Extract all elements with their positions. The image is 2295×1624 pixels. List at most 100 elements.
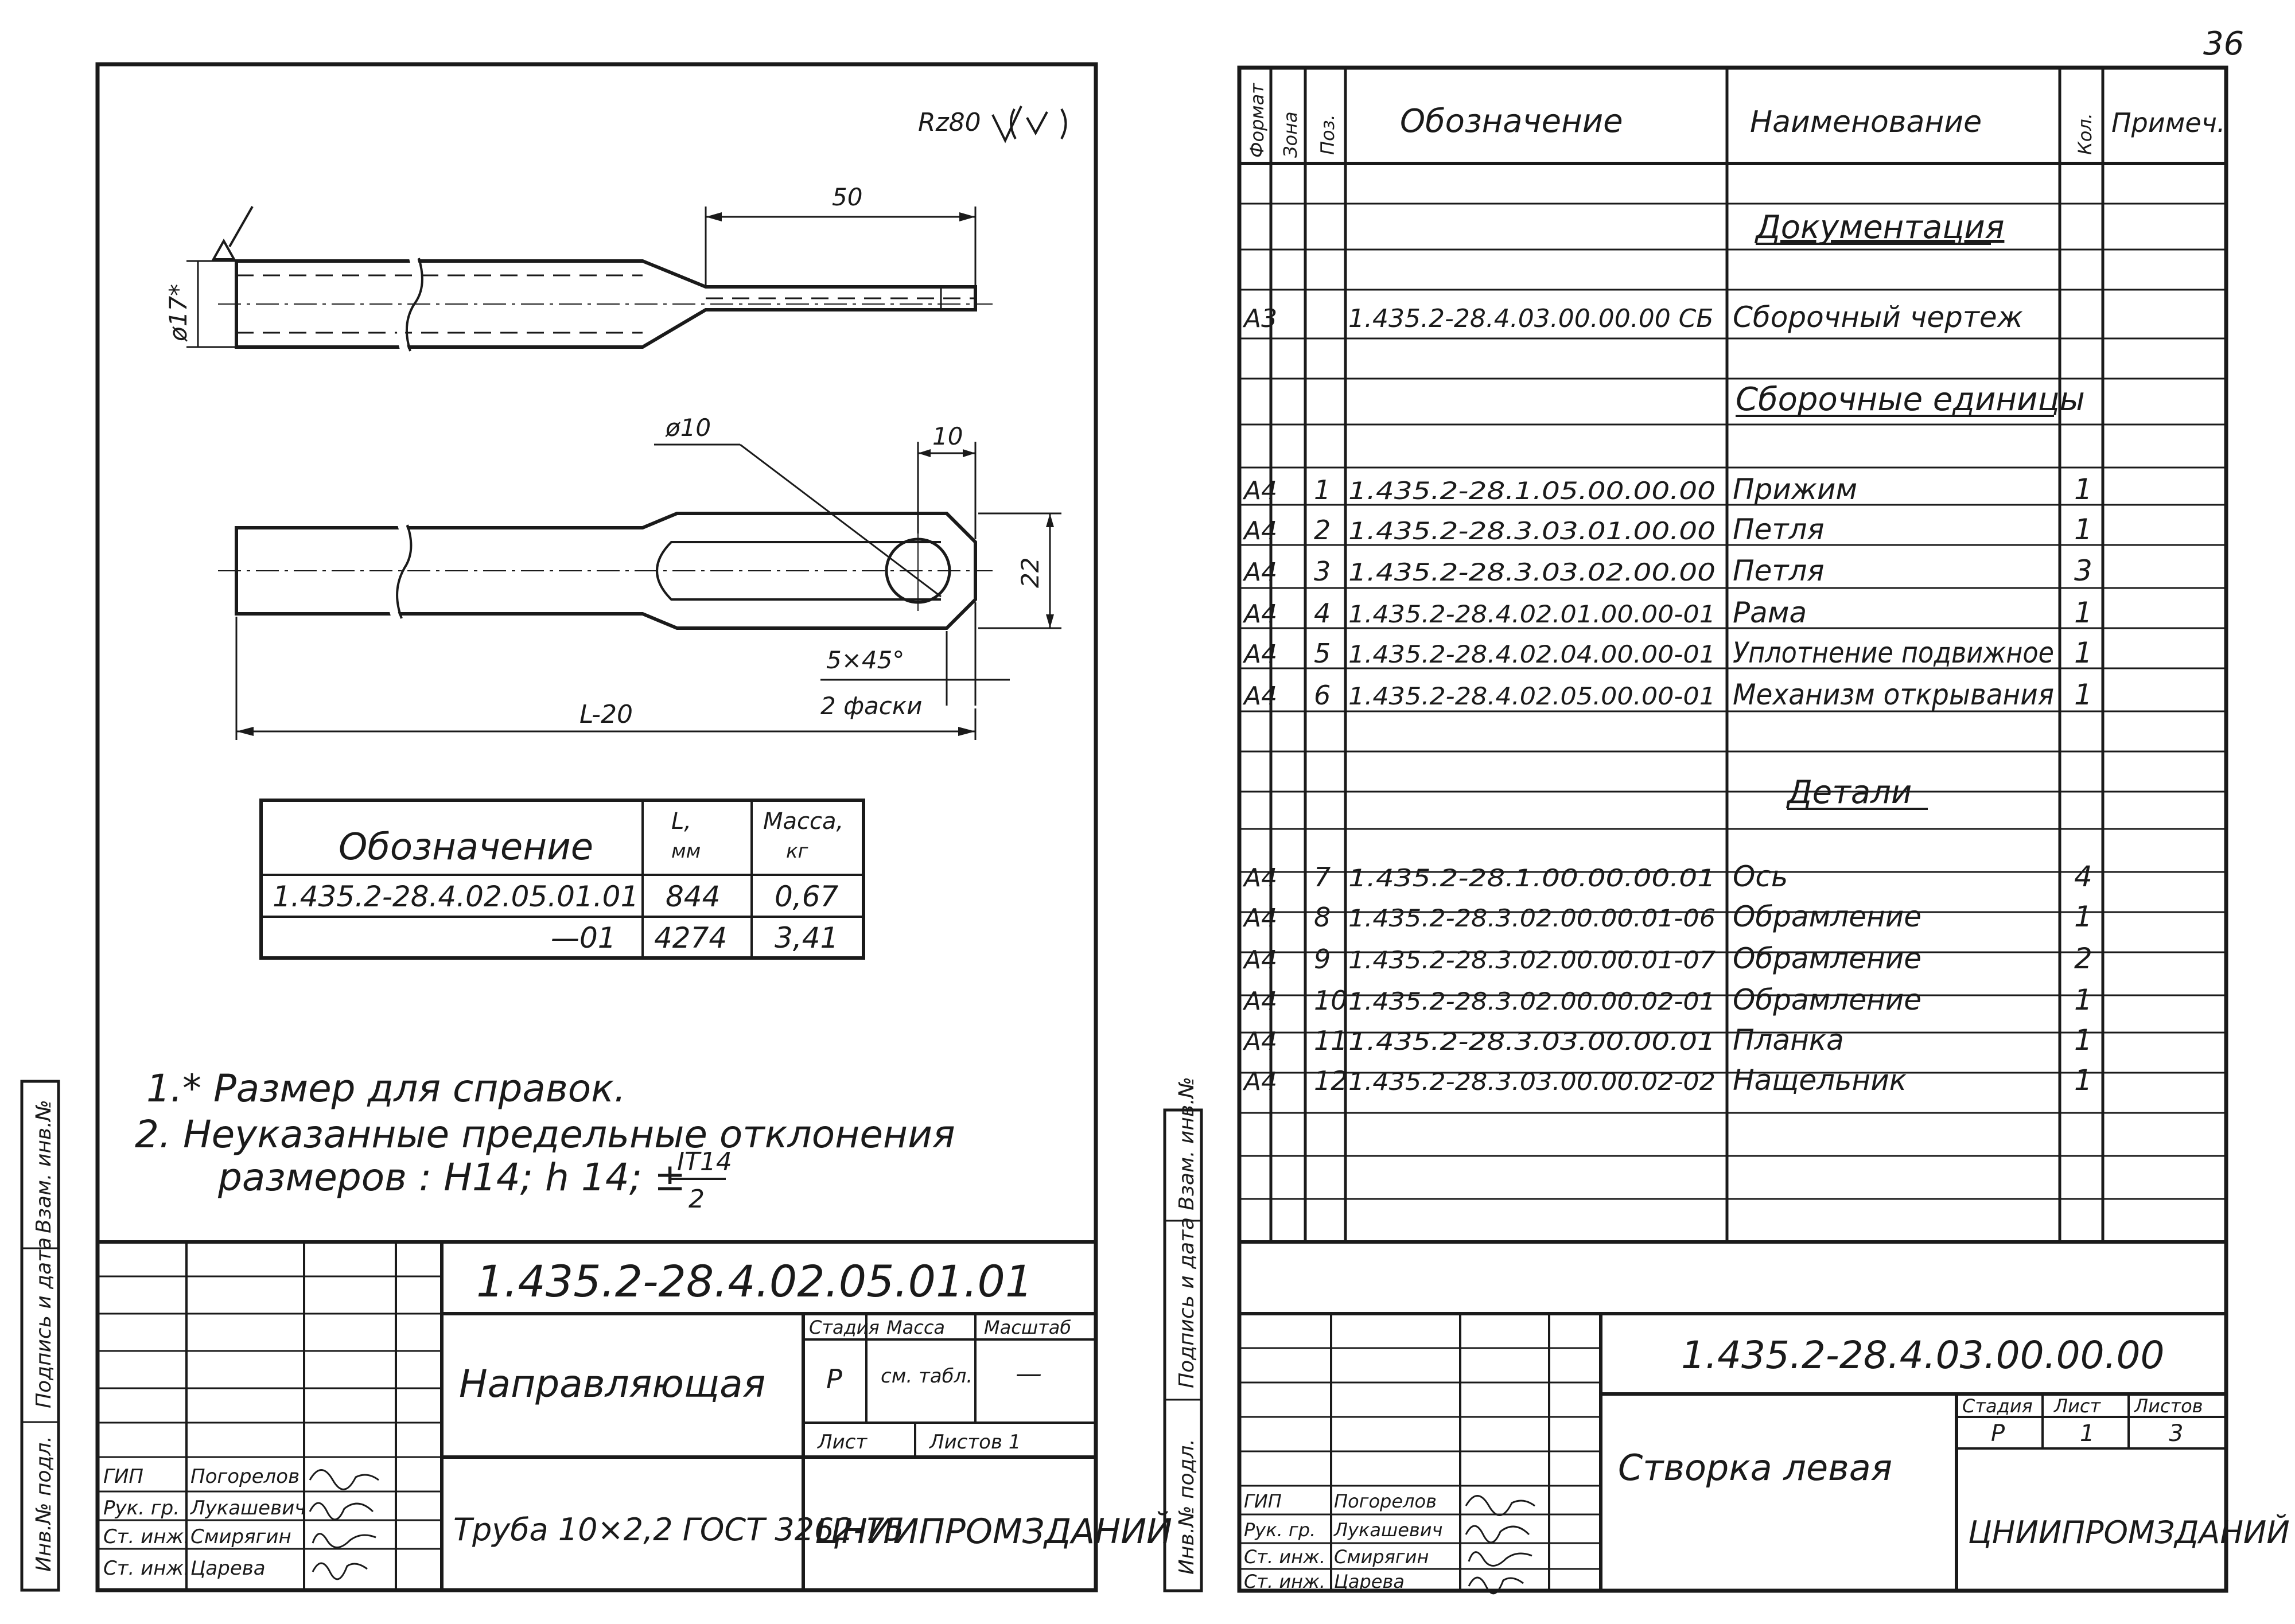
- vt-r2-l: 4274: [654, 921, 727, 955]
- row-code: 1.435.2-28.1.00.00.00.01: [1348, 864, 1716, 892]
- r-role-0: ГИП: [1244, 1490, 1282, 1512]
- row-pos: 8: [1314, 902, 1331, 933]
- row-qty: 1: [2074, 900, 2092, 933]
- signature: [1465, 1495, 1535, 1516]
- hdr-name: Наименование: [1750, 105, 1982, 139]
- svg-text:кг: кг: [786, 840, 809, 863]
- row-pos: 12: [1314, 1065, 1348, 1096]
- row-qty: 1: [2074, 473, 2092, 506]
- left-side-stamp: Инв.№ подл. Подпись и дата Взам. инв.№: [22, 1100, 59, 1572]
- vt-r1-l: 844: [666, 880, 720, 913]
- left-material: Труба 10×2,2 ГОСТ 3262-75: [453, 1512, 904, 1548]
- r-person-0: Погорелов: [1334, 1490, 1437, 1512]
- row-fmt: А4: [1242, 516, 1277, 546]
- person-1: Лукашевич: [189, 1497, 306, 1520]
- row-name: Петля: [1733, 554, 1825, 587]
- vt-header-mass: Масса,: [763, 808, 843, 835]
- section-asm: Сборочные единицы: [1736, 381, 2085, 418]
- spec-grid: [1239, 68, 2226, 1244]
- row-fmt: А4: [1242, 599, 1277, 629]
- row-code: 1.435.2-28.3.03.02.00.00: [1348, 558, 1716, 586]
- hdr-code: Обозначение: [1400, 103, 1623, 140]
- side-label-repl: Взам. инв.№: [32, 1100, 56, 1233]
- row-code: 1.435.2-28.1.05.00.00.00: [1348, 477, 1716, 505]
- dim-chamfer: 5×45°: [826, 646, 904, 674]
- signature: [309, 1502, 374, 1521]
- row-qty: 1: [2074, 1023, 2092, 1057]
- row-fmt: А4: [1242, 1067, 1277, 1096]
- row-name: Рама: [1733, 596, 1807, 629]
- r-h-stage: Стадия: [1962, 1395, 2033, 1417]
- hdr-pos: Поз.: [1317, 114, 1339, 155]
- r-stage-value: Р: [1991, 1420, 2005, 1447]
- side-label-sign: Подпись и дата: [32, 1237, 56, 1408]
- signature: [309, 1469, 379, 1490]
- sheets-label: Листов 1: [928, 1431, 1021, 1454]
- row-qty: 1: [2074, 1064, 2092, 1097]
- person-3: Царева: [190, 1557, 266, 1580]
- side-label-sign-r: Подпись и дата: [1175, 1217, 1199, 1388]
- svg-text:Rz80: Rz80: [918, 108, 981, 137]
- role-2: Ст. инж.: [103, 1525, 190, 1548]
- sheet-label: Лист: [816, 1431, 868, 1454]
- row-fmt: А4: [1242, 1027, 1277, 1056]
- note-2a: 2. Неуказанные предельные отклонения: [135, 1112, 955, 1156]
- h-mass: Масса: [886, 1317, 945, 1338]
- row-fmt: А4: [1242, 640, 1277, 669]
- role-3: Ст. инж.: [103, 1557, 190, 1580]
- side-label-inv-r: Инв.№ подл.: [1175, 1439, 1199, 1575]
- right-title-block: ГИП Рук. гр. Ст. инж. Ст. инж. Погорелов…: [1239, 1312, 2290, 1595]
- dim-22: 22: [1016, 558, 1044, 588]
- side-label-inv: Инв.№ подл.: [32, 1436, 56, 1572]
- spec-row: А3 1.435.2-28.4.03.00.00.00 СБ Сборочный…: [1242, 301, 2023, 334]
- spec-rows: А3 1.435.2-28.4.03.00.00.00 СБ Сборочный…: [1242, 301, 2092, 1097]
- left-org: ЦНИИПРОМЗДАНИЙ: [815, 1511, 1172, 1552]
- dim-hole: ø10: [665, 414, 711, 442]
- r-person-1: Лукашевич: [1333, 1519, 1442, 1541]
- row-fmt: А4: [1242, 903, 1277, 933]
- row-name: Петля: [1733, 513, 1825, 546]
- stage-value: Р: [826, 1364, 842, 1395]
- row-name: Сборочный чертеж: [1733, 301, 2023, 334]
- row-qty: 2: [2074, 942, 2092, 975]
- r-h-sheet: Лист: [2053, 1395, 2101, 1417]
- row-name: Обрамление: [1733, 942, 1921, 975]
- note-2b: размеров : H14; h 14; ±: [217, 1155, 686, 1199]
- h-stage: Стадия: [809, 1317, 880, 1338]
- r-sheet-value: 1: [2080, 1420, 2094, 1447]
- row-name: Уплотнение подвижное: [1733, 636, 2054, 669]
- row-qty: 1: [2074, 678, 2092, 711]
- person-2: Смирягин: [190, 1525, 291, 1548]
- row-code: 1.435.2-28.4.03.00.00.00 СБ: [1348, 304, 1714, 333]
- row-code: 1.435.2-28.3.03.01.00.00: [1348, 517, 1716, 545]
- section-det: Детали: [1786, 774, 1912, 811]
- row-code: 1.435.2-28.3.02.00.00.02-01: [1348, 987, 1716, 1015]
- dim-50: 50: [832, 183, 862, 211]
- row-pos: 9: [1314, 944, 1331, 975]
- r-person-3: Царева: [1334, 1571, 1405, 1592]
- left-sheet: Инв.№ подл. Подпись и дата Взам. инв.№ R…: [20, 62, 1172, 1592]
- row-pos: 1: [1314, 474, 1331, 505]
- note-frac-top: IT14: [677, 1147, 732, 1177]
- row-pos: 5: [1314, 638, 1331, 669]
- row-code: 1.435.2-28.3.03.00.00.02-02: [1348, 1068, 1716, 1096]
- dim-dia17: ø17*: [164, 284, 192, 342]
- note-frac-bot: 2: [688, 1185, 705, 1214]
- row-fmt: А4: [1242, 987, 1277, 1016]
- row-name: Прижим: [1733, 473, 1857, 506]
- right-side-stamp: Инв.№ подл. Подпись и дата Взам. инв.№: [1165, 1077, 1201, 1575]
- right-part-name: Створка левая: [1618, 1447, 1892, 1489]
- row-fmt: А4: [1242, 945, 1277, 975]
- vt-r2-code: —01: [551, 921, 616, 955]
- hdr-qty: Кол.: [2074, 113, 2096, 155]
- right-sheet: Инв.№ подл. Подпись и дата Взам. инв.№ Ф…: [1163, 65, 2290, 1595]
- section-doc: Документация: [1754, 209, 2004, 246]
